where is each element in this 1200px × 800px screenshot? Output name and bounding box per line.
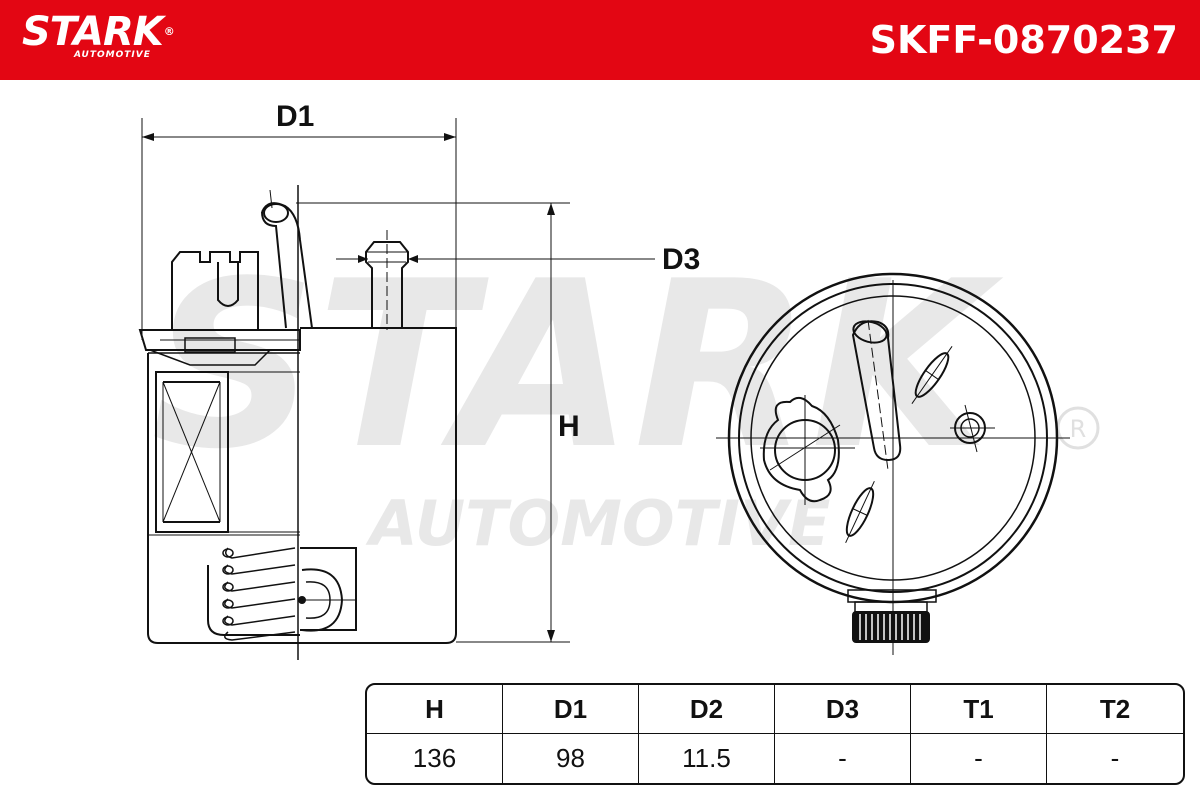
registered-icon: ® [163, 25, 175, 38]
logo-sub: AUTOMOTIVE [74, 50, 151, 60]
watermark: STARK AUTOMOTIVE R [151, 233, 1100, 560]
header-t1: T1 [911, 685, 1047, 734]
header-d2: D2 [639, 685, 775, 734]
header-d1: D1 [503, 685, 639, 734]
header-t2: T2 [1047, 685, 1183, 734]
value-d2: 11.5 [639, 734, 775, 783]
value-d1: 98 [503, 734, 639, 783]
watermark-registered-icon [1056, 406, 1100, 450]
side-view [138, 118, 655, 660]
label-d1: D1 [276, 100, 315, 133]
label-h: H [558, 410, 580, 443]
spec-table: H D1 D2 D3 T1 T2 136 98 11.5 - - - [365, 683, 1185, 785]
part-number: SKFF-0870237 [869, 18, 1178, 62]
header-d3: D3 [775, 685, 911, 734]
value-t2: - [1110, 743, 1120, 773]
svg-text:R: R [1070, 415, 1087, 443]
header-bar: STARK® AUTOMOTIVE SKFF-0870237 [0, 0, 1200, 80]
stark-logo: STARK® AUTOMOTIVE [22, 9, 175, 60]
watermark-main: STARK [151, 233, 1004, 500]
label-d3: D3 [662, 243, 701, 276]
top-view [716, 272, 1070, 655]
value-d3: - [775, 734, 911, 783]
value-t1: - [911, 734, 1047, 783]
header-h: H [367, 685, 503, 734]
logo-brand: STARK [22, 9, 164, 55]
watermark-sub: AUTOMOTIVE [365, 487, 831, 560]
technical-drawing: STARK AUTOMOTIVE R [138, 118, 1100, 660]
value-h: 136 [367, 734, 503, 783]
